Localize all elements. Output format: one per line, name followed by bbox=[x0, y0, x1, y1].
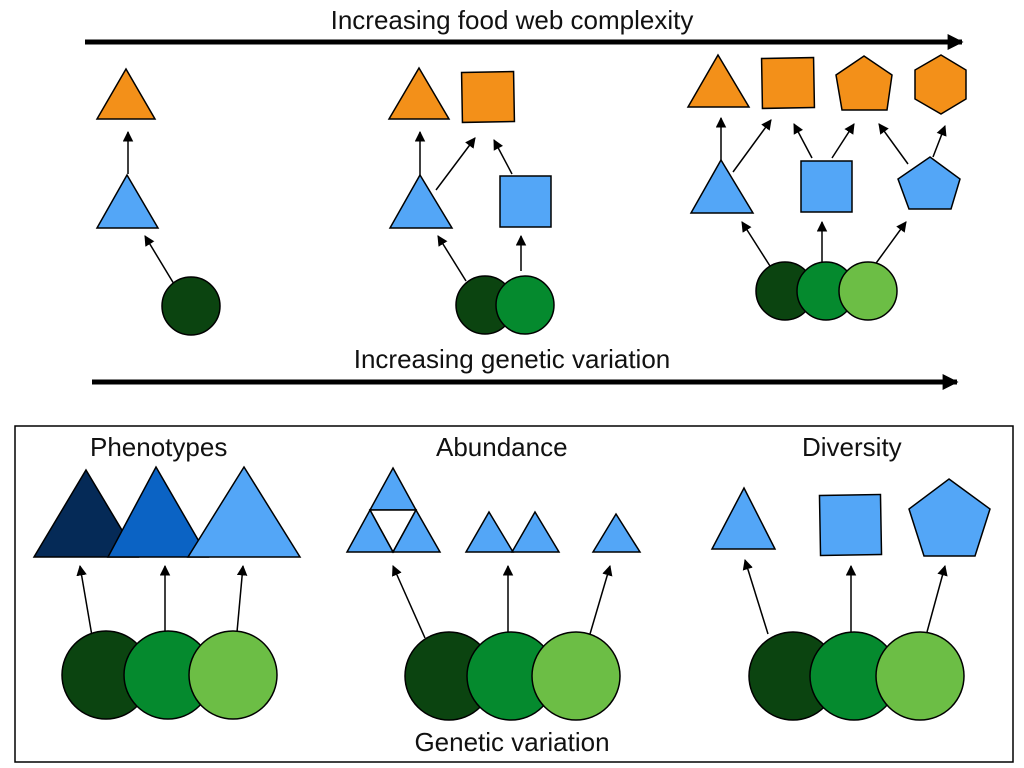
mechanisms-panel bbox=[14, 425, 1014, 763]
arrow bbox=[493, 139, 513, 175]
arrow bbox=[435, 137, 476, 191]
herbivore-pentagon bbox=[897, 156, 961, 210]
arrow bbox=[732, 119, 772, 173]
arrow bbox=[589, 564, 613, 635]
abundance-triangle bbox=[591, 512, 642, 553]
arrow bbox=[437, 235, 467, 282]
genetic-variation-footer: Genetic variation bbox=[414, 727, 610, 757]
genotype-circle bbox=[161, 276, 221, 336]
arrow bbox=[831, 123, 855, 159]
consumer-hexagon bbox=[914, 54, 967, 115]
abundance-label: Abundance bbox=[436, 432, 568, 462]
abundance-triangle bbox=[464, 510, 515, 553]
arrow bbox=[742, 558, 769, 635]
genotype-circle bbox=[188, 630, 278, 720]
arrow bbox=[878, 123, 909, 165]
arrow bbox=[873, 221, 907, 267]
herbivore-triangle bbox=[388, 173, 454, 229]
arrow bbox=[932, 125, 947, 158]
herbivore-triangle bbox=[95, 173, 160, 229]
arrow bbox=[926, 564, 948, 633]
arrow bbox=[793, 123, 813, 159]
abundance-triangle bbox=[345, 508, 395, 553]
consumer-pentagon bbox=[835, 55, 893, 111]
phenotype-triangle-light bbox=[186, 465, 302, 558]
consumer-triangle bbox=[95, 67, 157, 120]
consumer-triangle bbox=[686, 53, 751, 108]
consumer-triangle bbox=[387, 66, 451, 120]
genotype-circle bbox=[838, 261, 898, 321]
abundance-triangle bbox=[368, 466, 418, 511]
phenotype-triangle-medium bbox=[106, 465, 210, 558]
diversity-label: Diversity bbox=[802, 432, 902, 462]
phenotypes-label: Phenotypes bbox=[90, 432, 228, 462]
arrow bbox=[392, 565, 426, 639]
arrow bbox=[741, 221, 771, 267]
arrow bbox=[76, 564, 93, 637]
herbivore-square bbox=[499, 175, 552, 228]
consumer-square bbox=[460, 70, 516, 124]
herbivore-triangle bbox=[689, 158, 755, 214]
food-web-complexity-title: Increasing food web complexity bbox=[330, 5, 694, 35]
arrow bbox=[144, 235, 175, 285]
diversity-pentagon bbox=[908, 478, 991, 557]
genotype-circle bbox=[875, 631, 965, 721]
herbivore-square bbox=[800, 160, 853, 213]
arrow bbox=[236, 564, 248, 633]
phenotype-triangle-large bbox=[32, 468, 140, 558]
consumer-square bbox=[760, 56, 816, 110]
genotype-circle bbox=[531, 631, 621, 721]
diversity-triangle bbox=[710, 486, 777, 550]
diversity-square bbox=[818, 493, 883, 557]
abundance-triangle bbox=[391, 508, 442, 553]
abundance-triangle bbox=[510, 510, 561, 553]
genotype-circle bbox=[495, 275, 555, 335]
genetic-variation-title: Increasing genetic variation bbox=[353, 344, 671, 374]
